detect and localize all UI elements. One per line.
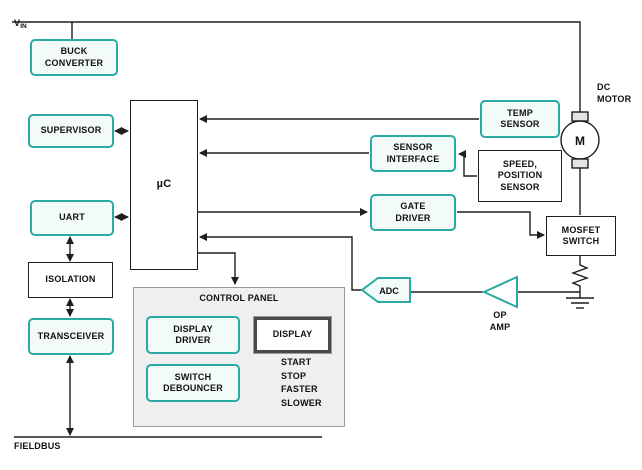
- block-sensor-interface: SENSOR INTERFACE: [370, 135, 456, 172]
- control-panel-title: CONTROL PANEL: [199, 293, 279, 303]
- block-transceiver: TRANSCEIVER: [28, 318, 114, 355]
- vin-base: V: [14, 17, 21, 28]
- op-amp-symbol: [481, 275, 518, 309]
- block-display: DISPLAY: [254, 317, 331, 353]
- wire-speedsensor-sensorif: [458, 150, 477, 177]
- fieldbus-label: FIELDBUS: [14, 441, 61, 451]
- block-uart: UART: [30, 200, 114, 236]
- wire-adc-mcu: [199, 233, 362, 291]
- block-mosfet-switch: MOSFET SWITCH: [546, 216, 616, 256]
- motor-terminal-bottom: [571, 158, 589, 169]
- dc-motor-symbol: [560, 111, 600, 169]
- wire-mcu-controlpanel: [198, 252, 239, 285]
- block-buck-converter: BUCK CONVERTER: [30, 39, 118, 76]
- op-amp-label: OP AMP: [489, 310, 511, 332]
- block-speed-position-sensor: SPEED, POSITION SENSOR: [478, 150, 562, 202]
- block-supervisor: SUPERVISOR: [28, 114, 114, 148]
- wire-gatedriver-mosfet: [457, 211, 545, 239]
- vin-label: VIN: [14, 6, 27, 31]
- motor-letter: M: [575, 134, 585, 148]
- block-isolation: ISOLATION: [28, 262, 113, 298]
- switch-label-faster: FASTER: [281, 384, 318, 394]
- switch-label-slower: SLOWER: [281, 397, 322, 408]
- sense-resistor: [570, 263, 590, 288]
- switch-label-start: START: [281, 357, 312, 367]
- block-gate-driver: GATE DRIVER: [370, 194, 456, 231]
- block-temp-sensor: TEMP SENSOR: [480, 100, 560, 138]
- vin-subscript: IN: [20, 22, 27, 30]
- adc-block: [360, 277, 411, 303]
- switch-label-stop: STOP: [281, 370, 307, 381]
- motor-terminal-top: [571, 111, 589, 122]
- block-switch-debouncer: SWITCH DEBOUNCER: [146, 364, 240, 402]
- wire-vin-rail: [12, 21, 581, 112]
- dc-motor-label: DC MOTOR: [597, 82, 632, 104]
- control-panel: [133, 287, 345, 427]
- switch-label-list: START STOP FASTER SLOWER: [281, 356, 341, 410]
- block-display-driver: DISPLAY DRIVER: [146, 316, 240, 354]
- block-mcu: µC: [130, 100, 198, 270]
- adc-label: ADC: [379, 286, 399, 296]
